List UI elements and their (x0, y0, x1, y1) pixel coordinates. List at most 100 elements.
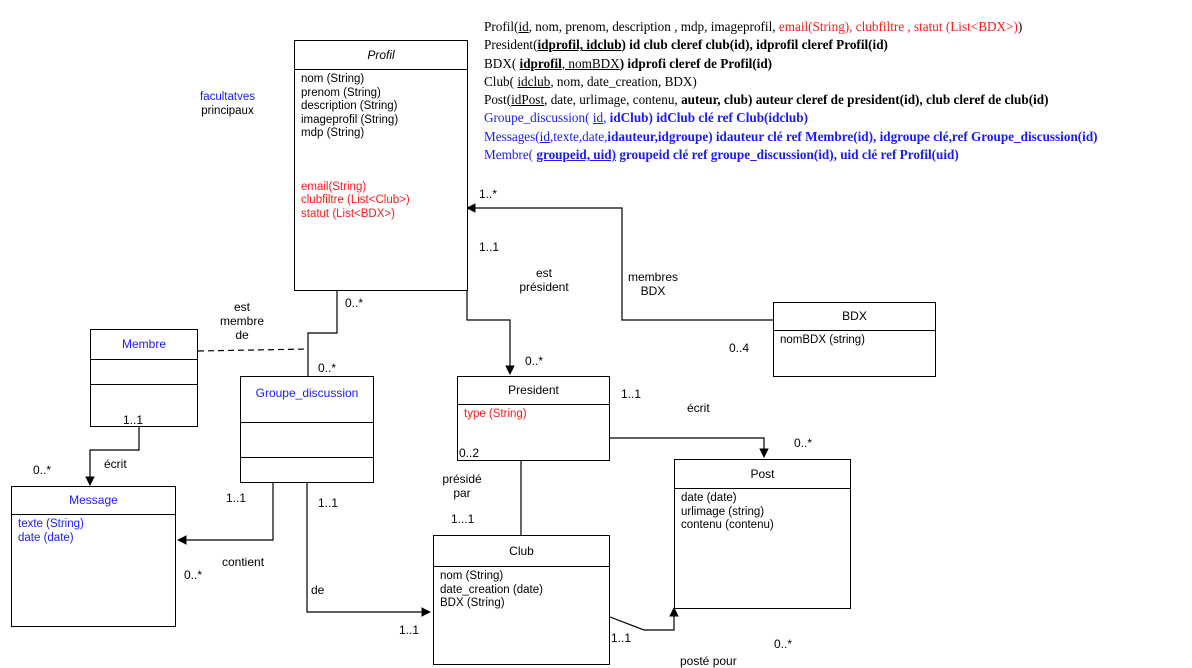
class-message-name: Message (12, 487, 175, 515)
class-post-attributes: date (date) urlimage (string) contenu (c… (675, 489, 850, 536)
groupe-message-line (177, 483, 274, 545)
attr: date (date) (18, 531, 74, 544)
attr: mdp (String) (301, 127, 365, 139)
class-profil[interactable]: Profil nom (String) prenom (String) desc… (294, 40, 468, 291)
label-contient: contient (222, 555, 265, 569)
schema-line: Post(idPost, date, urlimage, contenu, au… (484, 91, 1098, 109)
class-membre[interactable]: Membre (90, 329, 198, 427)
mult-post-bottom: 0..* (774, 637, 793, 651)
attr: nomBDX (string) (780, 334, 865, 346)
label-ecrit-membre: écrit (104, 457, 127, 471)
schema-line: Messages(id,texte,date,idauteur,idgroupe… (484, 128, 1098, 146)
class-club[interactable]: Club nom (String) date_creation (date) B… (433, 535, 610, 665)
label-word: membre (220, 314, 265, 328)
mult-club-top: 1...1 (451, 512, 475, 526)
class-post[interactable]: Post date (date) urlimage (string) conte… (674, 459, 851, 609)
attr-optional: email(String) (301, 180, 367, 193)
mult-club-left: 1..1 (399, 623, 420, 637)
label-word: présidé (442, 472, 482, 486)
class-bdx-name: BDX (774, 303, 935, 331)
label-word: est (233, 300, 250, 314)
mult-bdx: 0..4 (729, 341, 750, 355)
relational-schema: Profil(id, nom, prenom, description , md… (484, 18, 1098, 164)
schema-segment: idauteur,idgroupe) idauteur clé ref Memb… (607, 128, 1098, 144)
schema-line: BDX( idprofil, nomBDX) idprofi cleref de… (484, 55, 1098, 73)
class-profil-attributes: nom (String) prenom (String) description… (295, 70, 467, 224)
class-club-name: Club (434, 536, 609, 567)
schema-segment: idclub (517, 73, 551, 89)
profil-groupe-line (307, 291, 338, 376)
legend-facultatives: facultatves (200, 91, 255, 103)
schema-segment: email(String), clubfiltre , statut (List… (778, 19, 1018, 34)
schema-segment: , nomBDX (561, 55, 620, 71)
schema-line: President(idprofil, idclub) id club cler… (484, 36, 1098, 54)
attr: texte (String) (18, 518, 84, 530)
mult-president-right: 1..1 (621, 387, 642, 401)
class-groupe-discussion[interactable]: Groupe_discussion (240, 376, 374, 483)
class-post-name: Post (675, 460, 850, 489)
mult-post-top: 0..* (794, 436, 813, 450)
schema-segment: groupeid clé ref groupe_discussion(id), … (616, 147, 959, 163)
membre-message-line (85, 427, 140, 486)
legend-principaux: principaux (201, 104, 254, 117)
class-club-attributes: nom (String) date_creation (date) BDX (S… (434, 567, 609, 614)
mult-groupe-message: 1..1 (226, 491, 247, 505)
label-membres-bdx: membres BDX (622, 270, 684, 298)
schema-segment: ) (1017, 19, 1023, 34)
schema-segment: President( (484, 37, 538, 53)
label-poste-pour: posté pour (680, 654, 737, 668)
class-president[interactable]: President type (String) (457, 376, 610, 461)
president-post-line (610, 437, 769, 458)
attr: date_creation (date) (440, 583, 543, 596)
label-word: membres (627, 270, 678, 284)
schema-segment: idprofil (519, 55, 562, 71)
attr: date (date) (681, 492, 737, 504)
bdx-profil-line (466, 203, 773, 321)
class-president-attributes: type (String) (458, 405, 609, 425)
attr: description (String) (301, 100, 398, 112)
mult-membre: 1..1 (123, 413, 144, 427)
label-ecrit-president: écrit (687, 401, 710, 415)
schema-segment: ) idprofi cleref de Profil(id) (619, 55, 773, 71)
schema-segment: , nom, prenom, description , mdp, imagep… (528, 19, 779, 34)
schema-segment: idPost (511, 92, 545, 108)
schema-segment: id (539, 128, 550, 144)
mult-profil-bdx: 1..* (479, 187, 498, 201)
mult-groupe-top: 0..* (318, 361, 337, 375)
schema-line: Club( idclub, nom, date_creation, BDX) (484, 73, 1098, 91)
class-president-name: President (458, 377, 609, 405)
schema-segment: id (592, 110, 604, 126)
schema-segment: idClub) idClub clé ref Club(idclub) (609, 110, 808, 126)
label-preside-par: présidé par (440, 472, 484, 500)
label-word: est (535, 266, 552, 280)
mult-profil-president: 1..1 (479, 240, 500, 254)
label-word: BDX (640, 284, 666, 298)
class-profil-name: Profil (295, 41, 467, 70)
schema-segment: Profil( (484, 19, 519, 34)
class-bdx[interactable]: BDX nomBDX (string) (773, 302, 936, 377)
class-message[interactable]: Message texte (String) date (date) (11, 486, 176, 627)
attr: imageprofil (String) (301, 113, 399, 126)
attr-optional: clubfiltre (List<Club>) (301, 194, 410, 206)
schema-segment: id (518, 19, 529, 34)
schema-segment: ) id club cleref club(id), idprofil cler… (621, 37, 888, 53)
label-est-membre-de: est membre de (220, 300, 264, 342)
label-word: président (519, 280, 569, 294)
schema-segment: groupeid, uid) (536, 147, 617, 163)
attr: nom (String) (440, 570, 504, 582)
mult-message-bottom: 0..* (184, 568, 203, 582)
schema-segment: Club( (484, 73, 518, 89)
mult-groupe-club: 1..1 (318, 496, 339, 510)
attr: urlimage (string) (681, 505, 765, 518)
schema-segment: Groupe_discussion( (484, 110, 593, 126)
schema-segment: , (603, 110, 610, 126)
schema-segment: auteur, club) auteur cleref de president… (681, 92, 1049, 108)
schema-line: Profil(id, nom, prenom, description , md… (484, 18, 1098, 36)
schema-segment: Membre( (484, 147, 537, 163)
mult-president-left: 0..2 (459, 446, 480, 460)
attr: nom (String) (301, 73, 365, 85)
membre-association-line (197, 348, 309, 352)
class-groupe-name: Groupe_discussion (241, 377, 373, 423)
attr: BDX (String) (440, 597, 505, 609)
